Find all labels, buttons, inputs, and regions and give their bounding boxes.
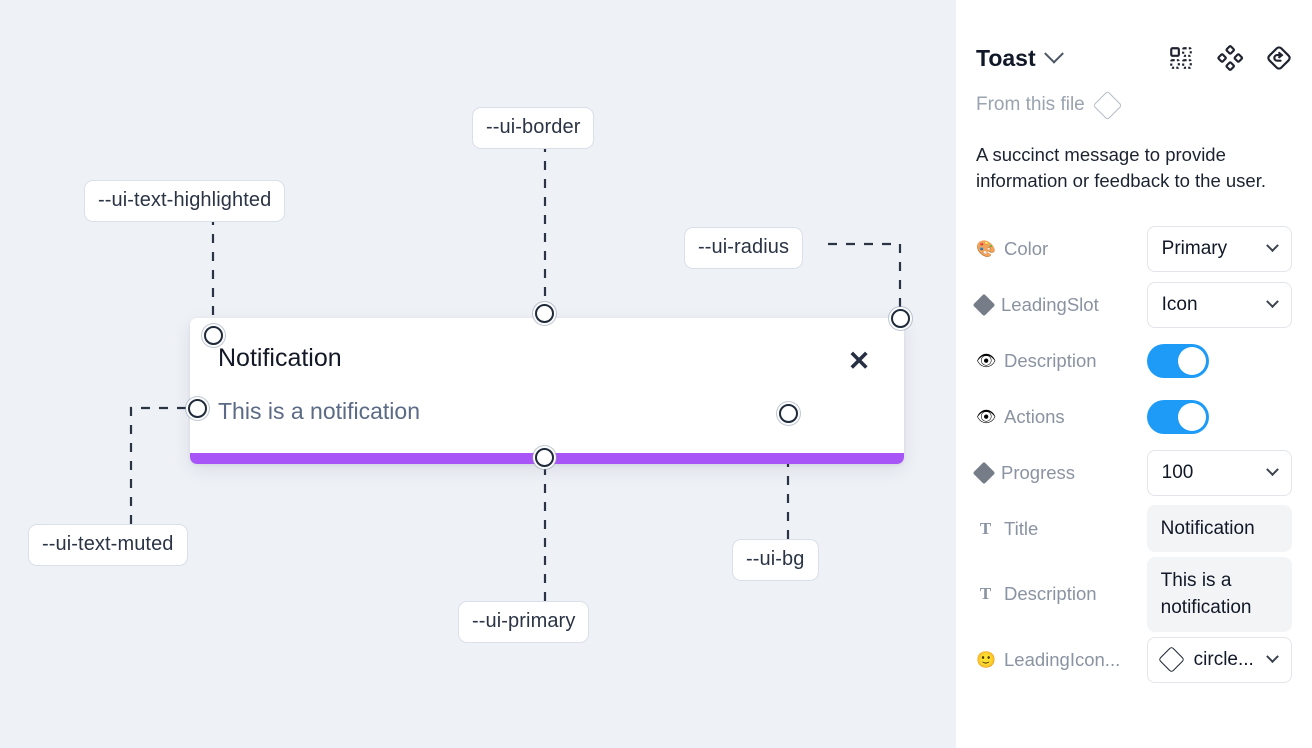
component-description: A succinct message to provide informatio… — [976, 144, 1267, 192]
diamond-icon — [972, 293, 996, 316]
design-canvas[interactable]: Notification This is a notification ✕ --… — [0, 0, 956, 748]
progress-select[interactable]: 100 — [1146, 449, 1292, 496]
panel-toolbar — [1168, 45, 1292, 71]
reset-instance-icon[interactable] — [1266, 45, 1292, 71]
property-label-color: 🎨 Color — [976, 238, 1147, 260]
from-this-file-label: From this file — [976, 94, 1085, 115]
text-type-icon: T — [979, 518, 992, 538]
chevron-down-icon — [1266, 650, 1279, 664]
annotation-tag-ui-primary[interactable]: --ui-primary — [458, 601, 590, 643]
property-name: Color — [1004, 237, 1049, 259]
handle-background[interactable] — [779, 404, 798, 423]
property-row-progress: Progress 100 — [972, 445, 1292, 501]
property-list: 🎨 Color Primary LeadingSlot — [972, 221, 1292, 688]
property-row-title: T Title Notification — [976, 501, 1292, 557]
toggle-knob — [1177, 402, 1206, 431]
color-select-value: Primary — [1161, 237, 1228, 259]
annotation-tag-ui-text-highlighted[interactable]: --ui-text-highlighted — [84, 180, 286, 222]
property-label-description-text: T Description — [976, 583, 1147, 605]
color-select[interactable]: Primary — [1146, 225, 1292, 272]
description-toggle[interactable] — [1146, 343, 1209, 378]
panel-title: Toast — [976, 44, 1036, 71]
annotation-tag-ui-bg[interactable]: --ui-bg — [732, 539, 819, 581]
toast-component-preview[interactable]: Notification This is a notification ✕ — [190, 318, 904, 464]
property-control-color: Primary — [1146, 225, 1292, 272]
property-row-leadingicon: 🙂 LeadingIcon... circle... — [976, 632, 1292, 688]
component-diamond-icon — [1092, 90, 1123, 120]
leadingslot-select-value: Icon — [1161, 293, 1198, 315]
property-label-leadingslot: LeadingSlot — [972, 293, 1147, 316]
property-label-actions-toggle: 👁 Actions — [976, 406, 1147, 428]
description-input[interactable]: This is a notification — [1146, 556, 1292, 632]
chevron-down-icon — [1266, 239, 1279, 253]
handle-top-left[interactable] — [204, 326, 223, 345]
progress-select-value: 100 — [1161, 461, 1194, 483]
chevron-down-icon — [1266, 295, 1279, 309]
property-control-actions-toggle — [1146, 399, 1292, 434]
property-name: Description — [1004, 349, 1097, 371]
smiley-emoji-icon: 🙂 — [976, 651, 996, 669]
property-name: LeadingSlot — [1001, 293, 1099, 315]
text-type-icon: T — [979, 584, 992, 604]
property-label-progress: Progress — [972, 461, 1147, 484]
eye-emoji-icon: 👁 — [976, 352, 997, 370]
properties-panel: Toast — [956, 0, 1312, 748]
toast-title: Notification — [218, 344, 342, 372]
handle-top-center[interactable] — [535, 304, 554, 323]
from-this-file-row: From this file — [976, 90, 1292, 120]
diamond-icon — [972, 461, 996, 484]
property-control-progress: 100 — [1146, 449, 1292, 496]
property-control-description-toggle — [1146, 343, 1292, 378]
property-name: Progress — [1001, 461, 1076, 483]
property-name: Description — [1004, 583, 1097, 605]
property-control-title: Notification — [1146, 504, 1292, 553]
leadingicon-select[interactable]: circle... — [1146, 636, 1292, 683]
property-row-leadingslot: LeadingSlot Icon — [972, 277, 1292, 333]
property-name: LeadingIcon... — [1004, 648, 1121, 670]
property-name: Title — [1004, 517, 1039, 539]
handle-top-right[interactable] — [891, 309, 910, 328]
palette-emoji-icon: 🎨 — [976, 240, 996, 258]
property-name: Actions — [1004, 405, 1065, 427]
property-label-description-toggle: 👁 Description — [976, 350, 1147, 372]
actions-toggle[interactable] — [1146, 399, 1209, 434]
annotation-tag-ui-radius[interactable]: --ui-radius — [684, 227, 804, 269]
property-label-leadingicon: 🙂 LeadingIcon... — [976, 649, 1147, 671]
leadingslot-select[interactable]: Icon — [1146, 281, 1292, 328]
panel-header: Toast — [976, 0, 1292, 86]
property-row-description-toggle: 👁 Description — [976, 333, 1292, 389]
property-control-leadingslot: Icon — [1146, 281, 1292, 328]
handle-description[interactable] — [188, 399, 207, 418]
handle-bottom-center[interactable] — [535, 448, 554, 467]
chevron-down-icon[interactable] — [1043, 43, 1064, 64]
title-input[interactable]: Notification — [1146, 504, 1292, 553]
annotation-tag-ui-text-muted[interactable]: --ui-text-muted — [28, 524, 188, 566]
component-diamond-icon — [1157, 646, 1185, 674]
component-set-icon[interactable] — [1217, 45, 1243, 71]
toggle-knob — [1177, 346, 1206, 375]
eye-emoji-icon: 👁 — [976, 408, 997, 426]
property-control-leadingicon: circle... — [1146, 636, 1292, 683]
annotation-tag-ui-border[interactable]: --ui-border — [472, 107, 595, 149]
component-variants-icon[interactable] — [1168, 45, 1194, 71]
toast-close-icon[interactable]: ✕ — [847, 346, 871, 376]
property-control-description-text: This is a notification — [1146, 556, 1292, 632]
property-label-title: T Title — [976, 518, 1147, 540]
panel-title-group[interactable]: Toast — [976, 43, 1064, 72]
chevron-down-icon — [1266, 463, 1279, 477]
leadingicon-select-value: circle... — [1193, 648, 1254, 670]
property-row-description-text: T Description This is a notification — [976, 556, 1292, 632]
property-row-color: 🎨 Color Primary — [976, 221, 1292, 277]
property-row-actions-toggle: 👁 Actions — [976, 389, 1292, 445]
toast-description: This is a notification — [218, 398, 420, 424]
